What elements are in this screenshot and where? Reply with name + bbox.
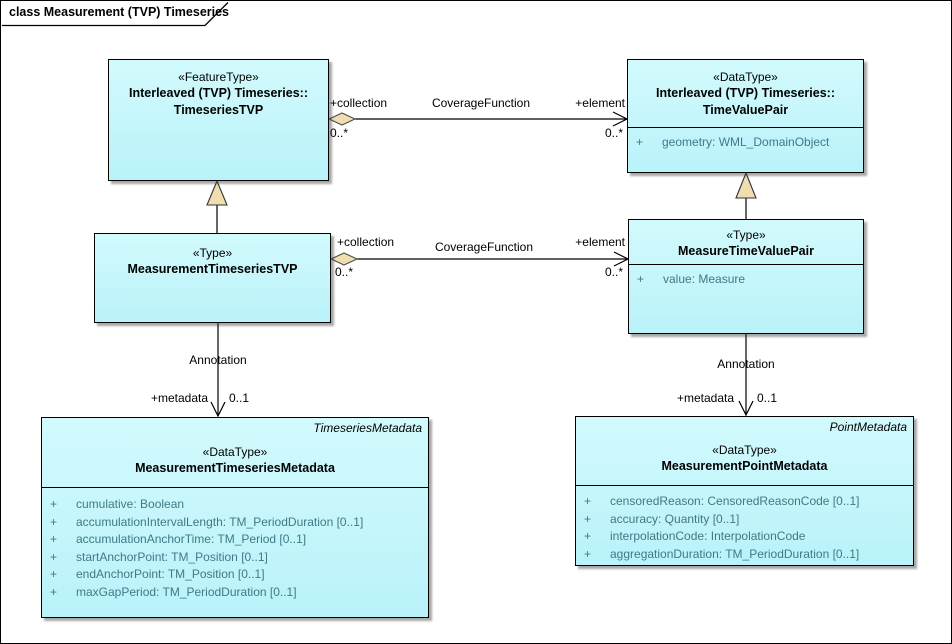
- class-timeseries-tvp[interactable]: «FeatureType» Interleaved (TVP) Timeseri…: [108, 59, 329, 181]
- connector-name-annotation: Annotation: [189, 353, 247, 367]
- attribute-text: accuracy: Quantity [0..1]: [610, 511, 740, 526]
- classifier-tag: PointMetadata: [829, 420, 907, 434]
- attribute-row: + maxGapPeriod: TM_PeriodDuration [0..1]: [50, 584, 422, 602]
- stereotype-label: «DataType»: [202, 445, 268, 459]
- class-name: MeasurementTimeseriesMetadata: [135, 461, 335, 475]
- multiplicity-label: 0..*: [335, 265, 354, 279]
- class-measurement-timeseries-tvp[interactable]: «Type» MeasurementTimeseriesTVP: [94, 233, 331, 323]
- role-label-metadata: +metadata: [150, 391, 208, 405]
- generalization-left[interactable]: [206, 179, 228, 233]
- class-name: MeasurementTimeseriesTVP: [127, 262, 298, 276]
- role-label-collection: +collection: [337, 235, 395, 249]
- diagram-title: class Measurement (TVP) Timeseries: [9, 5, 230, 19]
- attribute-text: accumulationIntervalLength: TM_PeriodDur…: [76, 514, 364, 529]
- class-time-value-pair[interactable]: «DataType» Interleaved (TVP) Timeseries:…: [627, 59, 864, 173]
- connector-name-annotation: Annotation: [717, 357, 775, 371]
- attribute-row: + startAnchorPoint: TM_Position [0..1]: [50, 549, 422, 567]
- visibility-plus: +: [584, 546, 592, 561]
- attribute-row: + censoredReason: CensoredReasonCode [0.…: [584, 493, 907, 511]
- visibility-plus: +: [637, 272, 645, 286]
- classifier-tag: TimeseriesMetadata: [313, 421, 422, 435]
- visibility-plus: +: [584, 494, 592, 508]
- class-name: Interleaved (TVP) Timeseries::: [128, 86, 308, 100]
- attribute-text: interpolationCode: InterpolationCode: [610, 529, 806, 543]
- attribute-text: maxGapPeriod: TM_PeriodDuration [0..1]: [76, 584, 297, 599]
- attribute-row: + endAnchorPoint: TM_Position [0..1]: [50, 566, 422, 584]
- multiplicity-label: 0..1: [229, 391, 250, 405]
- visibility-plus: +: [50, 514, 58, 529]
- attribute-text: endAnchorPoint: TM_Position [0..1]: [76, 567, 265, 581]
- attribute-text: geometry: WML_DomainObject: [662, 135, 830, 149]
- class-name: TimeValuePair: [702, 103, 789, 117]
- attribute-row: + value: Measure: [637, 271, 857, 289]
- attribute-row: + accuracy: Quantity [0..1]: [584, 511, 907, 529]
- attribute-row: + accumulationIntervalLength: TM_PeriodD…: [50, 514, 422, 532]
- aggregation-diamond-icon: [329, 252, 359, 266]
- class-measure-time-value-pair[interactable]: «Type» MeasureTimeValuePair + value: Mea…: [628, 219, 864, 334]
- visibility-plus: +: [584, 511, 592, 526]
- role-label-element: +element: [575, 235, 625, 249]
- attribute-row: + interpolationCode: InterpolationCode: [584, 528, 907, 546]
- stereotype-label: «Type»: [192, 246, 233, 260]
- annotation-connector-right[interactable]: [738, 334, 754, 417]
- open-arrowhead-icon: [738, 400, 754, 417]
- class-name: MeasurementPointMetadata: [661, 459, 828, 473]
- class-name: MeasureTimeValuePair: [678, 244, 814, 258]
- attribute-text: aggregationDuration: TM_PeriodDuration […: [610, 546, 860, 561]
- class-name: TimeseriesTVP: [173, 103, 264, 117]
- visibility-plus: +: [50, 532, 58, 546]
- multiplicity-label: 0..*: [330, 126, 349, 140]
- attribute-row: + cumulative: Boolean: [50, 496, 422, 514]
- role-label-collection: +collection: [330, 96, 388, 110]
- stereotype-label: «FeatureType»: [178, 70, 259, 84]
- multiplicity-label: 0..*: [604, 126, 623, 140]
- association-name-coverage-function: CoverageFunction: [431, 96, 531, 110]
- multiplicity-label: 0..1: [757, 391, 778, 405]
- aggregation-diamond-icon: [327, 112, 357, 126]
- attribute-row: + accumulationAnchorTime: TM_Period [0..…: [50, 531, 422, 549]
- attribute-row: + aggregationDuration: TM_PeriodDuration…: [584, 546, 907, 564]
- role-label-metadata: +metadata: [676, 391, 734, 405]
- visibility-plus: +: [636, 135, 644, 149]
- annotation-connector-left[interactable]: [210, 323, 226, 418]
- generalization-triangle-icon: [206, 179, 228, 206]
- title-tab-outline: [2, 2, 229, 27]
- association-name-coverage-function: CoverageFunction: [434, 240, 534, 254]
- attribute-text: startAnchorPoint: TM_Position [0..1]: [76, 549, 268, 564]
- multiplicity-label: 0..*: [604, 265, 623, 279]
- attribute-text: accumulationAnchorTime: TM_Period [0..1]: [76, 532, 307, 546]
- association-coverage-top[interactable]: [327, 111, 629, 127]
- visibility-plus: +: [50, 584, 58, 599]
- attribute-text: value: Measure: [663, 272, 746, 286]
- visibility-plus: +: [584, 529, 592, 543]
- stereotype-label: «Type»: [726, 228, 766, 242]
- stereotype-label: «DataType»: [712, 443, 777, 457]
- visibility-plus: +: [50, 567, 58, 581]
- class-measurement-timeseries-metadata[interactable]: TimeseriesMetadata «DataType» Measuremen…: [41, 417, 429, 618]
- generalization-right[interactable]: [735, 171, 757, 219]
- class-measurement-point-metadata[interactable]: PointMetadata «DataType» MeasurementPoin…: [575, 416, 914, 566]
- stereotype-label: «DataType»: [713, 70, 778, 84]
- generalization-triangle-icon: [735, 171, 757, 199]
- attribute-text: censoredReason: CensoredReasonCode [0..1…: [610, 494, 860, 508]
- attribute-row: + geometry: WML_DomainObject: [636, 134, 857, 152]
- visibility-plus: +: [50, 549, 58, 564]
- class-name: Interleaved (TVP) Timeseries::: [655, 86, 835, 100]
- role-label-element: +element: [575, 96, 625, 110]
- open-arrowhead-icon: [210, 401, 226, 418]
- attribute-text: cumulative: Boolean: [76, 497, 185, 511]
- visibility-plus: +: [50, 497, 58, 511]
